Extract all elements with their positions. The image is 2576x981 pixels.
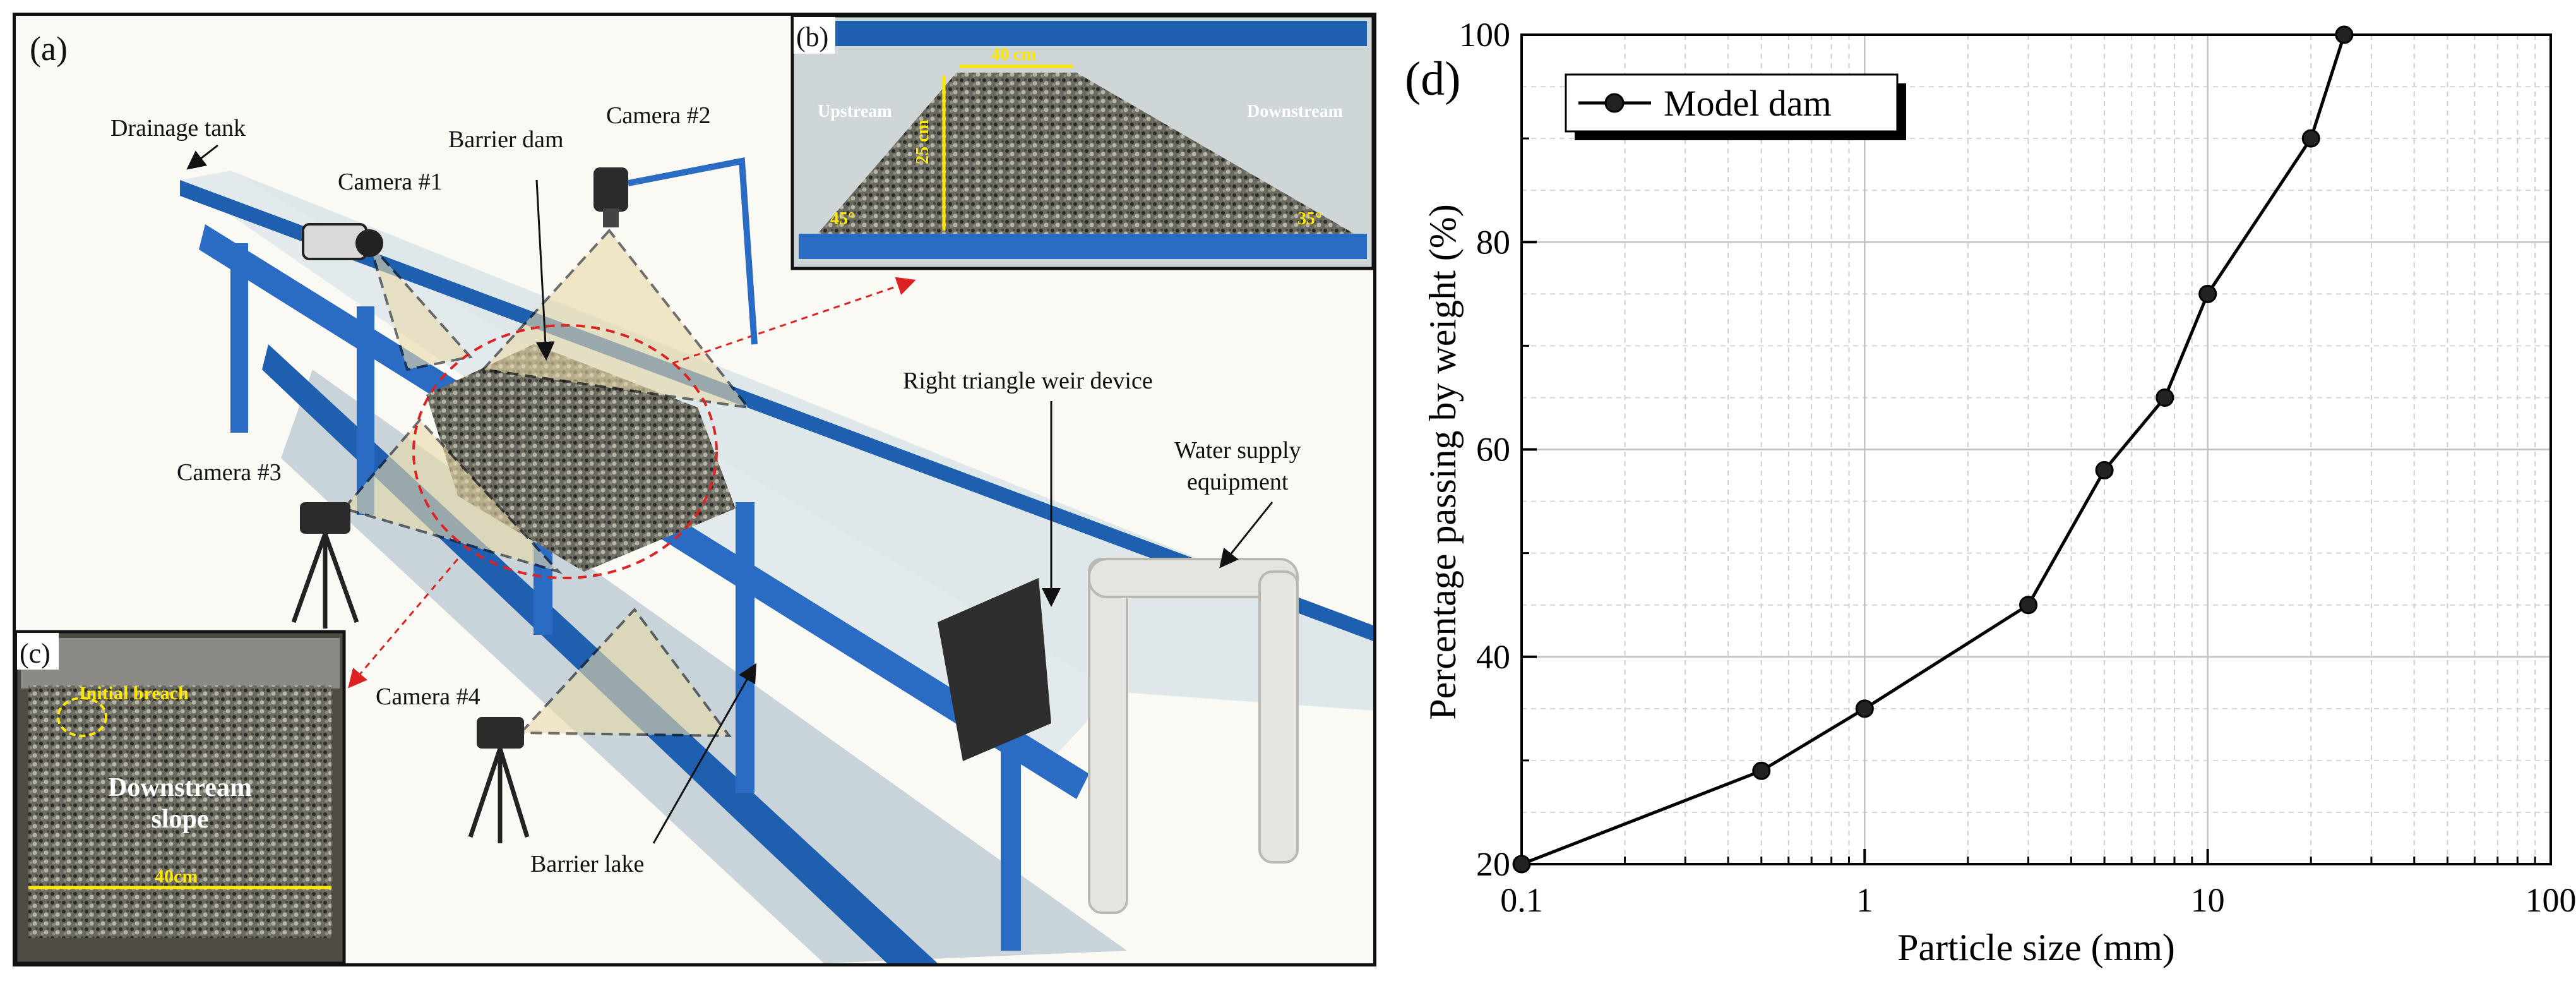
- panel-a-label: (a): [30, 30, 68, 68]
- drainage-tank-label: Drainage tank: [110, 115, 246, 141]
- downstream-slope-label-line1: Downstream: [108, 773, 252, 802]
- camera-3-icon: [291, 502, 359, 629]
- camera-2-label: Camera #2: [606, 102, 711, 129]
- x-tick-label: 100: [2525, 881, 2576, 919]
- triangle-weir-device: [938, 578, 1051, 761]
- pointer-to-inset-c: [348, 558, 459, 689]
- camera-4-icon: [468, 717, 530, 843]
- panel-b-label: (b): [796, 21, 828, 52]
- downstream-label: Downstream: [1247, 102, 1343, 121]
- water-supply-label-line1: Water supply: [1174, 437, 1301, 464]
- x-tick-label: 1: [1856, 881, 1873, 919]
- x-tick-label: 0.1: [1500, 881, 1543, 919]
- y-axis-label: Percentage passing by weight (%): [1422, 204, 1464, 719]
- pointer-to-inset-b: [672, 277, 916, 364]
- inset-c-width-label: 40cm: [155, 866, 198, 887]
- y-tick-label: 100: [1459, 16, 1510, 54]
- barrier-lake-label: Barrier lake: [530, 851, 644, 877]
- camera-1-label: Camera #1: [338, 169, 443, 195]
- upstream-angle-label: 45°: [830, 209, 855, 229]
- flume-setup-illustration: (a) Drainage tank Camera #1 Barrier dam …: [16, 16, 1373, 963]
- downstream-angle-label: 35°: [1297, 209, 1322, 229]
- inset-b-dam-profile: (b) Upstream Downstream 40 cm 25 cm 45° …: [790, 16, 1373, 270]
- data-point: [1752, 761, 1771, 780]
- inset-c-downstream-slope: (c) Initial breach Downstream slope 40cm: [16, 630, 346, 963]
- legend-label-model-dam: Model dam: [1664, 83, 1832, 124]
- x-tick-label: 10: [2191, 881, 2225, 919]
- data-point: [2156, 388, 2174, 407]
- water-supply-label-line2: equipment: [1187, 469, 1289, 495]
- plot-frame: [1520, 33, 2552, 865]
- camera-view-cones: [342, 228, 751, 738]
- panel-c-label: (c): [20, 638, 51, 669]
- major-gridlines: [1520, 33, 2552, 865]
- data-point: [2301, 129, 2320, 148]
- dam-height-label: 25 cm: [913, 119, 933, 164]
- data-point: [1855, 699, 1874, 718]
- callout-lines: [186, 144, 1273, 844]
- data-point: [2095, 460, 2114, 479]
- water-supply-pipes: [1088, 558, 1299, 914]
- dam-focus-ellipse: [412, 324, 718, 579]
- tick-labels: 0.1 1 10 100 20 40 60 80 100: [1459, 16, 2576, 919]
- camera-3-label: Camera #3: [177, 459, 282, 486]
- y-tick-label: 60: [1476, 431, 1510, 469]
- chart-legend: Model dam: [1565, 73, 1906, 140]
- y-tick-label: 20: [1476, 845, 1510, 883]
- grain-size-chart-panel: 0.1 1 10 100 20 40 60 80 100 (d) Particle size (…: [1383, 0, 2576, 981]
- data-point: [2335, 25, 2354, 44]
- camera-1-icon: [302, 223, 383, 260]
- legend-marker: [1604, 93, 1625, 113]
- y-tick-label: 80: [1476, 223, 1510, 261]
- camera-4-label: Camera #4: [376, 683, 480, 710]
- camera-2-icon: [593, 157, 758, 345]
- downstream-slope-label-line2: slope: [151, 805, 208, 834]
- data-point: [2198, 284, 2217, 303]
- experimental-setup-panel: (a) Drainage tank Camera #1 Barrier dam …: [13, 13, 1376, 966]
- upstream-label: Upstream: [818, 102, 892, 121]
- series-layer: [1512, 25, 2354, 874]
- barrier-dam-label: Barrier dam: [448, 126, 564, 153]
- data-point: [1512, 855, 1531, 874]
- panel-d-label: (d): [1405, 52, 1461, 105]
- y-tick-label: 40: [1476, 638, 1510, 676]
- initial-breach-label: Initial breach: [79, 683, 189, 704]
- x-axis-label: Particle size (mm): [1897, 927, 2175, 968]
- data-point: [2019, 596, 2038, 615]
- right-triangle-weir-label: Right triangle weir device: [903, 368, 1153, 394]
- grain-size-distribution-chart: 0.1 1 10 100 20 40 60 80 100 (d) Particle size (…: [1405, 16, 2576, 968]
- crest-width-label: 40 cm: [991, 45, 1036, 64]
